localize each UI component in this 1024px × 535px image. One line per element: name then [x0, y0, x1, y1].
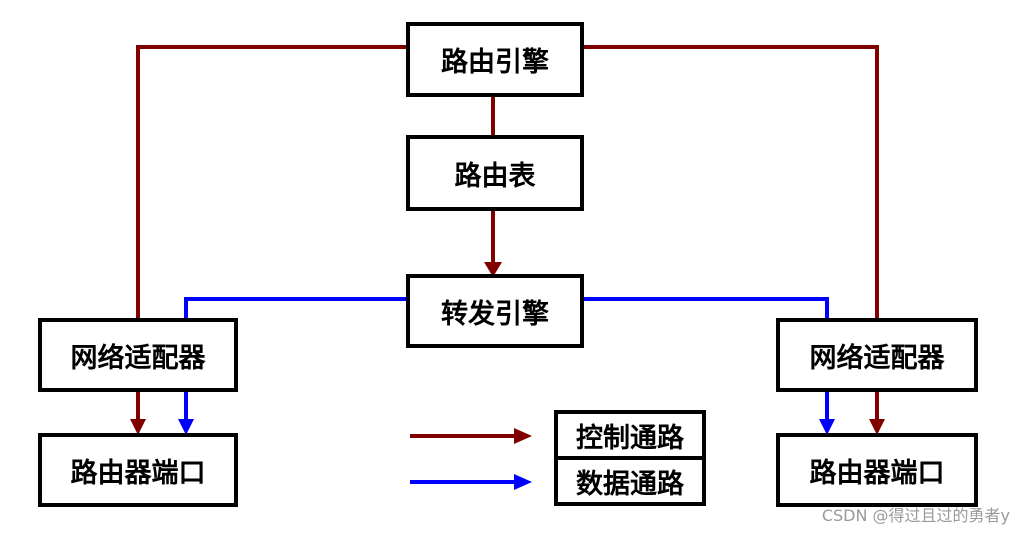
- legend-data-path-label: 数据通路: [576, 468, 684, 500]
- data-arrowheads: [178, 419, 835, 490]
- routing-table-label: 路由表: [454, 160, 536, 192]
- network-adapter-left-node: 网络适配器: [38, 318, 238, 392]
- network-adapter-right-node: 网络适配器: [776, 318, 978, 392]
- control-line-left: [136, 45, 408, 420]
- control-line-right: [582, 45, 879, 420]
- legend-control-path-label: 控制通路: [576, 422, 684, 454]
- routing-engine-label: 路由引擎: [441, 47, 549, 78]
- control-arrowhead-right-port: [869, 419, 885, 435]
- control-arrowhead-table-to-forwarding: [484, 262, 502, 277]
- legend-data-arrowhead: [514, 474, 532, 490]
- data-arrowhead-left-port: [178, 419, 194, 435]
- forwarding-engine-node: 转发引擎: [406, 274, 584, 348]
- routing-engine-node: 路由引擎: [406, 22, 584, 97]
- routing-table-node: 路由表: [406, 135, 584, 211]
- network-adapter-left-label: 网络适配器: [70, 342, 206, 374]
- network-adapter-right-label: 网络适配器: [809, 342, 945, 374]
- csdn-watermark: CSDN @得过且过的勇者y: [822, 502, 1010, 526]
- forwarding-engine-label: 转发引擎: [441, 298, 549, 330]
- control-arrowhead-left-port: [130, 419, 146, 435]
- data-arrowhead-right-port: [819, 419, 835, 435]
- router-port-left-label: 路由器端口: [70, 457, 206, 489]
- router-port-right-node: 路由器端口: [776, 433, 978, 507]
- legend-control-arrowhead: [514, 428, 532, 444]
- legend-control-path-box: 控制通路: [554, 410, 706, 460]
- control-arrowheads: [130, 262, 885, 444]
- router-port-right-label: 路由器端口: [809, 457, 945, 489]
- control-path-connectors: [136, 45, 879, 438]
- legend-data-path-box: 数据通路: [554, 456, 706, 506]
- watermark-text: CSDN @得过且过的勇者y: [821, 506, 1010, 525]
- router-port-left-node: 路由器端口: [38, 433, 238, 507]
